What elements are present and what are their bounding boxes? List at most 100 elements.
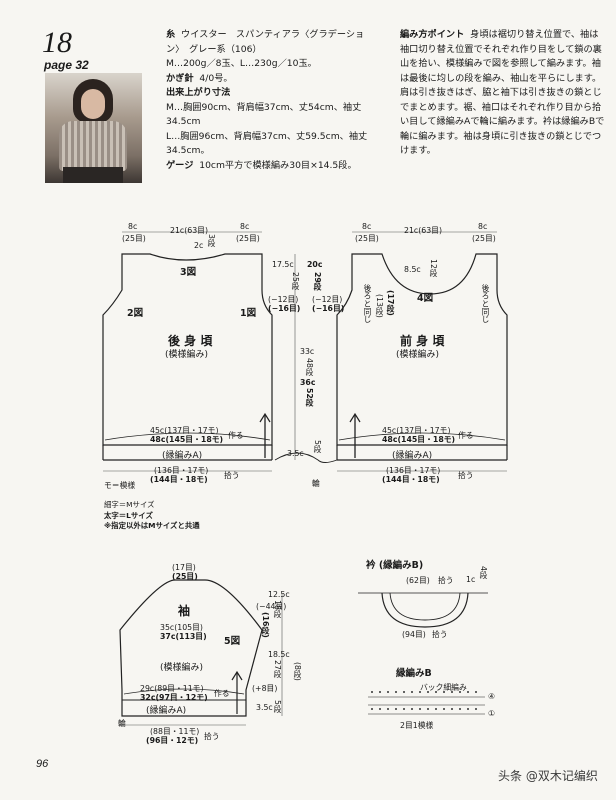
front-pattern: (模様編み) bbox=[396, 350, 440, 360]
front-neck: 8.5c bbox=[404, 265, 421, 274]
body-l: 36c bbox=[300, 378, 316, 387]
back-top-mid: 21c(63目) bbox=[170, 226, 209, 235]
body-m: 33c bbox=[300, 347, 315, 356]
sleeve-pick-label: 拾う bbox=[204, 732, 220, 741]
front-side-dec-l: (−16目) bbox=[312, 304, 345, 313]
border-b-back: バック細編み bbox=[420, 683, 467, 692]
sleeve-top-l: (25目) bbox=[172, 572, 198, 581]
legend-thin: 細字＝Mサイズ bbox=[104, 500, 155, 509]
collar-title: 衿 (縁編みB) bbox=[366, 560, 424, 571]
body-rows-l: 52段 bbox=[305, 388, 314, 407]
front-top-right-st: (25目) bbox=[472, 234, 496, 243]
watermark: 头条 @双木记编织 bbox=[498, 769, 598, 783]
sleeve-cap: 12.5c bbox=[268, 590, 290, 599]
back-neck-rows: 3段 bbox=[207, 234, 216, 247]
front-top-left-st: (25目) bbox=[355, 234, 379, 243]
back-width-m: 45c(137目・17モ) bbox=[150, 426, 219, 435]
front-side-dec: (−12目) bbox=[312, 295, 343, 304]
yarn-amount: M…200g／8玉、L…230g／10玉。 bbox=[166, 58, 317, 69]
back-fig3: 3図 bbox=[180, 267, 197, 278]
back-border: (縁編みA) bbox=[162, 451, 203, 461]
legend: 細字＝Mサイズ 太字＝Lサイズ ※指定以外はMサイズと共通 bbox=[104, 500, 200, 532]
page-number: 96 bbox=[36, 758, 49, 770]
yarn-text: ウイスター スパンティアラ〈グラデーション〉 グレー系（106） bbox=[166, 29, 365, 55]
border-b-title: 縁編みB bbox=[396, 668, 432, 679]
points-text: 身頃は裾切り替え位置で、袖は袖口切り替え位置でそれぞれ作り目をして鎖の裏山を拾い… bbox=[400, 29, 605, 156]
body-rows-m: 48段 bbox=[305, 358, 314, 376]
collar-top-pick: 拾う bbox=[438, 576, 454, 585]
sleeve-cap-rows-l: (16段) bbox=[261, 612, 270, 638]
front-back-same-l: 後ろと同じ bbox=[363, 284, 372, 323]
points-label: 編み方ポイント bbox=[400, 29, 465, 40]
front-title: 前 身 頃 bbox=[400, 334, 445, 348]
front-rows-b: (13段) bbox=[375, 294, 384, 318]
size-l: L…胸囲96cm、背肩幅37cm、丈59.5cm、袖丈34.5cm。 bbox=[166, 130, 368, 157]
sleeve-outline bbox=[119, 579, 263, 717]
back-title: 後 身 頃 bbox=[168, 334, 213, 348]
front-border: (縁編みA) bbox=[392, 451, 433, 461]
sleeve-fig5: 5図 bbox=[224, 636, 241, 647]
armhole-m: 17.5c bbox=[272, 260, 294, 269]
sleeve-width-m: 35c(105目) bbox=[160, 623, 203, 632]
border-b-row4: ④ bbox=[488, 692, 495, 701]
pattern-number: 18 bbox=[42, 26, 72, 59]
model-photo bbox=[45, 73, 142, 183]
size-label: 出来上がり寸法 bbox=[166, 87, 231, 98]
collar-side-rows: 4段 bbox=[479, 566, 488, 579]
back-body-outline bbox=[102, 253, 273, 446]
sleeve-width-l: 37c(113目) bbox=[160, 632, 207, 641]
knitting-points: 編み方ポイント 身頃は裾切り替え位置で、袖は袖口切り替え位置でそれぞれ作り目をし… bbox=[400, 28, 605, 159]
hem-rows: 5段 bbox=[313, 440, 322, 453]
collar-outline bbox=[381, 592, 469, 628]
back-pick-l: (144目・18モ) bbox=[150, 475, 208, 484]
front-width-l: 48c(145目・18モ) bbox=[382, 435, 456, 444]
front-width-m: 45c(137目・17モ) bbox=[382, 426, 451, 435]
size-m: M…胸囲90cm、背肩幅37cm、丈54cm、袖丈34.5cm bbox=[166, 101, 362, 128]
back-top-right-st: (25目) bbox=[236, 234, 260, 243]
sleeve-cast-on: 作る bbox=[214, 689, 230, 698]
border-b-repeat: 2目1模様 bbox=[400, 721, 434, 730]
sleeve-cuff-rows: 5段 bbox=[273, 700, 282, 713]
front-top-mid: 21c(63目) bbox=[404, 226, 443, 235]
sleeve-length-rows: 27段 bbox=[273, 660, 282, 678]
back-top-left: 8c bbox=[128, 222, 138, 231]
sleeve-length-rows2: (8段) bbox=[293, 662, 302, 681]
front-pick-m: (136目・17モ) bbox=[386, 466, 441, 475]
hem-m: 3.5c bbox=[287, 449, 304, 458]
sleeve-cuff-width-l: 32c(97目・12モ) bbox=[140, 693, 208, 702]
front-body-outline bbox=[336, 253, 508, 446]
back-pick-m: (136目・17モ) bbox=[154, 466, 209, 475]
collar-top: (62目) bbox=[406, 576, 430, 585]
sleeve-inc: (+8目) bbox=[252, 684, 278, 693]
front-fig4: 4図 bbox=[417, 293, 434, 304]
back-fig2: 2図 bbox=[127, 308, 144, 319]
back-fig1: 1図 bbox=[240, 308, 257, 319]
border-b-row1: ① bbox=[488, 709, 495, 718]
yarn-label: 糸 bbox=[166, 29, 176, 40]
back-cast-on: 作る bbox=[228, 431, 244, 440]
back-top-left-st: (25目) bbox=[122, 234, 146, 243]
legend-bold: 太字＝Lサイズ bbox=[104, 510, 153, 520]
front-back-same-r: 後ろと同じ bbox=[481, 284, 490, 323]
back-pick-label: 拾う bbox=[224, 471, 240, 480]
back-side-dec: (−12目) bbox=[268, 295, 299, 304]
front-top-right: 8c bbox=[478, 222, 488, 231]
sleeve-title: 袖 bbox=[178, 604, 191, 618]
collar-bottom: (94目) bbox=[402, 630, 426, 639]
back-neck: 2c bbox=[194, 241, 204, 250]
collar-bottom-pick: 拾う bbox=[432, 630, 448, 639]
border-b-chart bbox=[368, 696, 485, 715]
sleeve-wa: 輪 bbox=[118, 719, 126, 728]
hook-text: 4/0号。 bbox=[199, 72, 233, 84]
back-side-dec-l: (−16目) bbox=[268, 304, 301, 313]
front-pick-label: 拾う bbox=[458, 471, 474, 480]
front-neck-rows: 12段 bbox=[429, 259, 438, 277]
legend-mo: モ＝模様 bbox=[104, 481, 136, 490]
sleeve-top-m: (17目) bbox=[172, 563, 196, 572]
center-wa: 輪 bbox=[312, 479, 320, 488]
armhole-l: 20c bbox=[307, 260, 323, 269]
border-b-stitches bbox=[371, 691, 477, 710]
armhole-rows-m: 25段 bbox=[291, 272, 300, 290]
sleeve-cuff: 3.5c bbox=[256, 703, 273, 712]
